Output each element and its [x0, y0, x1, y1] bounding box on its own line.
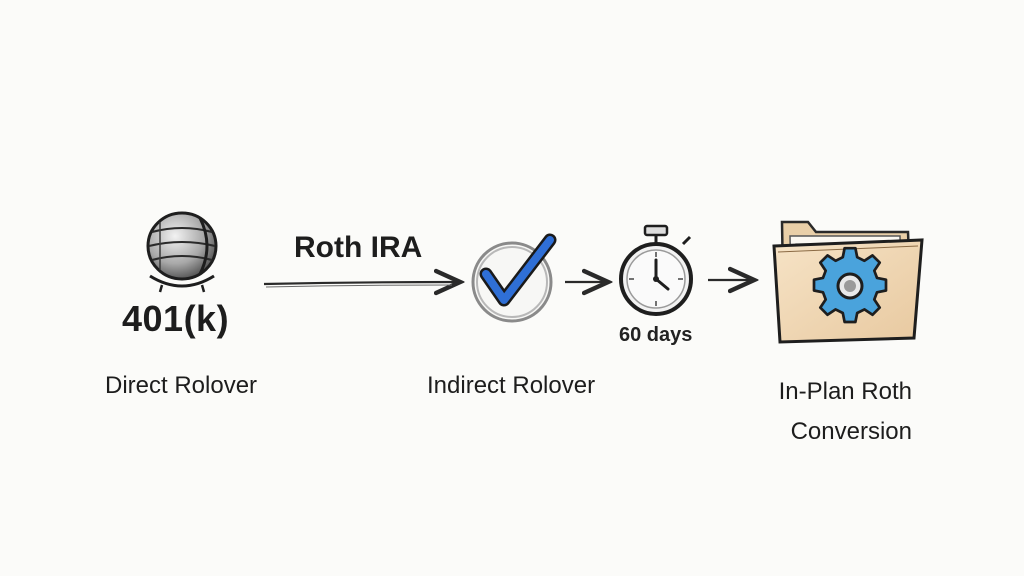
globe-icon	[146, 211, 218, 293]
indirect-rollover-label: Indirect Rolover	[427, 372, 596, 399]
roth-ira-label: Roth IRA	[294, 231, 423, 264]
sixty-days-label: 60 days	[619, 324, 693, 346]
stopwatch-icon	[619, 224, 693, 316]
in-plan-roth-conversion-label: In-Plan Roth Conversion	[760, 372, 912, 452]
checkmark-icon	[471, 233, 557, 323]
in-plan-roth-line: In-Plan Roth	[778, 378, 912, 405]
folder-gear-icon	[772, 220, 924, 344]
conversion-line: Conversion	[790, 418, 912, 445]
source-label: 401(k)	[122, 298, 230, 339]
arrow-401k-to-roth	[263, 282, 458, 287]
direct-rollover-label: Direct Rolover	[105, 372, 258, 399]
